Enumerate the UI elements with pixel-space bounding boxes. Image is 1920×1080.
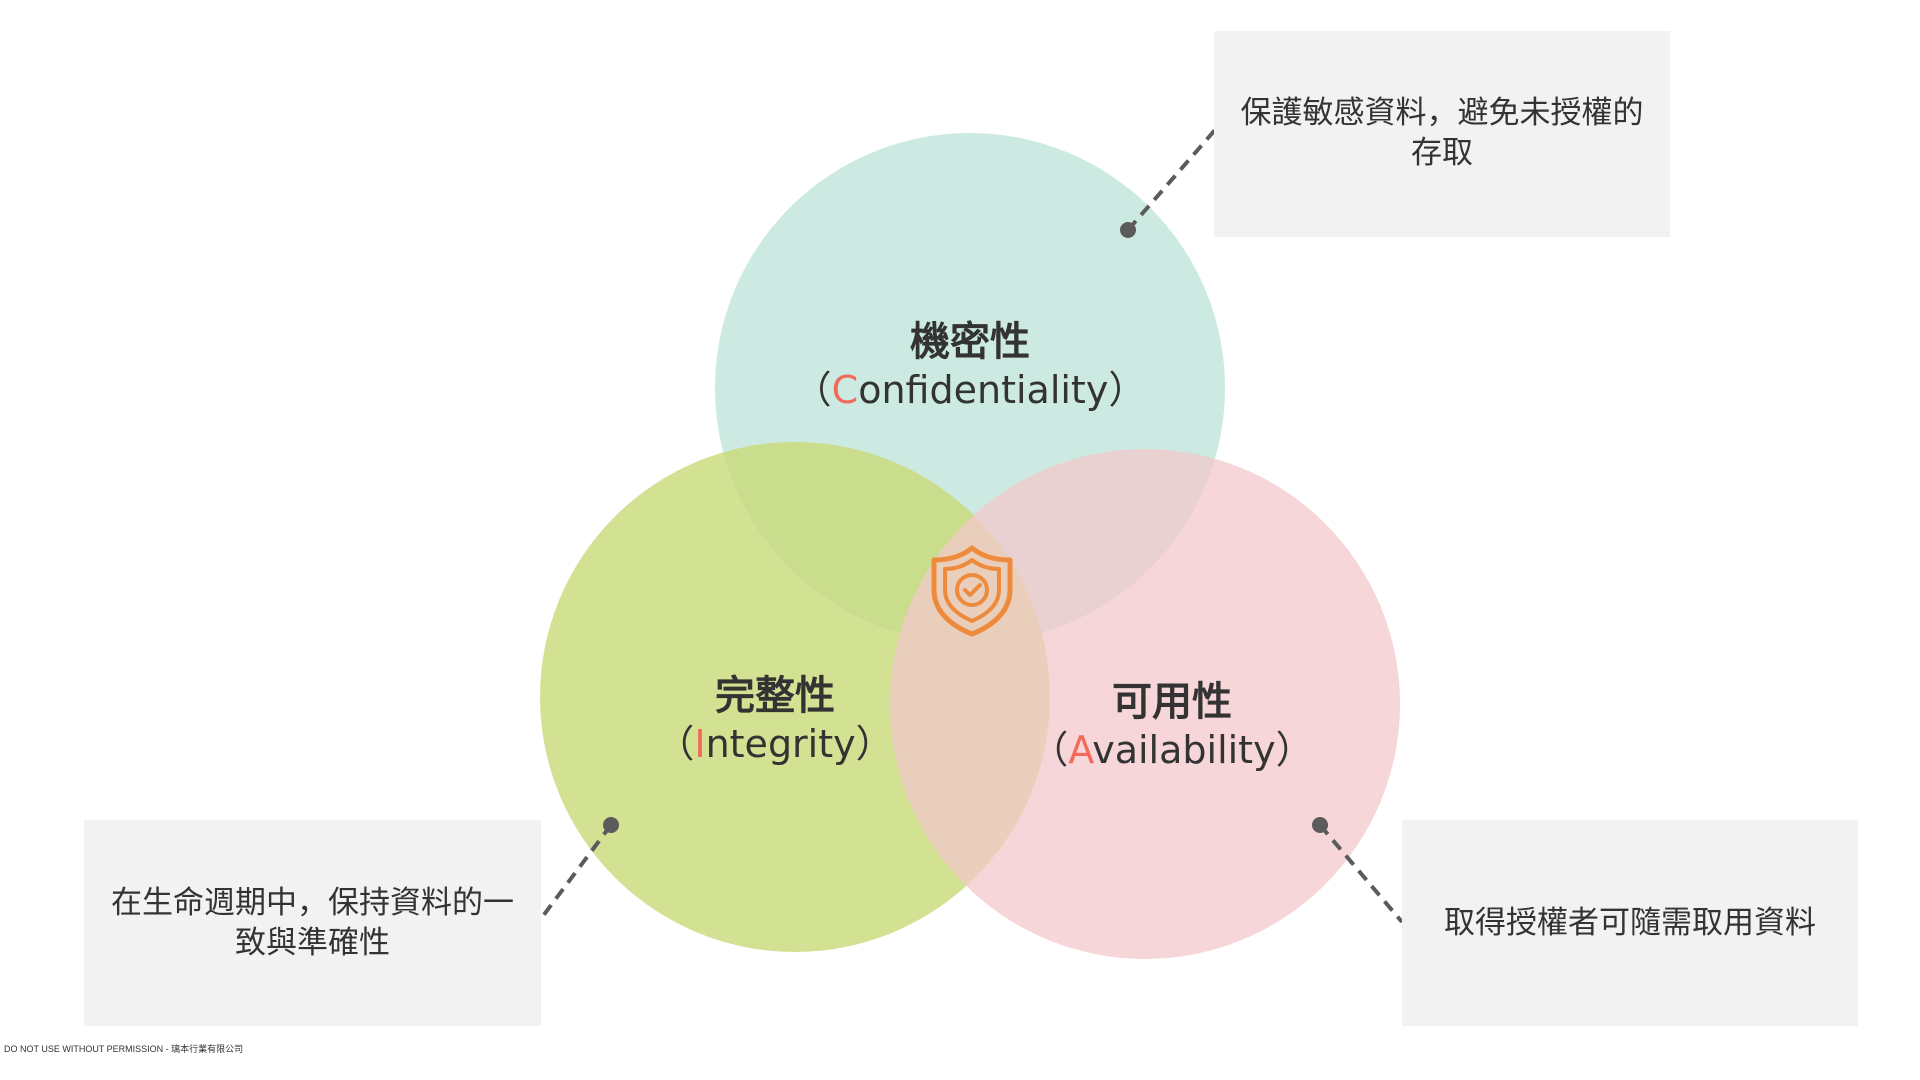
availability-label: 可用性 （Availability）: [1030, 678, 1313, 774]
integrity-initial: I: [694, 722, 706, 766]
confidentiality-note-text: 保護敏感資料，避免未授權的存取: [1240, 95, 1644, 171]
confidentiality-initial: C: [831, 368, 859, 412]
connector-integrity: [538, 817, 619, 922]
availability-subtitle: （Availability）: [1030, 728, 1314, 772]
confidentiality-label: 機密性 （Confidentiality）: [794, 318, 1147, 414]
integrity-label: 完整性 （Integrity）: [656, 672, 893, 768]
footer-text: DO NOT USE WITHOUT PERMISSION - 璃本行業有限公司: [4, 1044, 244, 1054]
shield-check-icon: [931, 545, 1013, 637]
integrity-note: 在生命週期中，保持資料的一致與準確性: [84, 820, 541, 1026]
integrity-title: 完整性: [715, 673, 835, 719]
confidentiality-note: 保護敏感資料，避免未授權的存取: [1214, 31, 1670, 237]
availability-title: 可用性: [1111, 679, 1232, 725]
confidentiality-title: 機密性: [910, 319, 1030, 365]
integrity-note-text: 在生命週期中，保持資料的一致與準確性: [111, 885, 514, 961]
confidentiality-subtitle: （Confidentiality）: [793, 368, 1147, 412]
availability-note-text: 取得授權者可隨需取用資料: [1444, 905, 1816, 941]
connector-availability: [1312, 817, 1404, 924]
connector-confidentiality: [1120, 128, 1217, 238]
availability-initial: A: [1068, 728, 1093, 772]
availability-circle: [890, 449, 1400, 959]
integrity-subtitle: （Integrity）: [656, 722, 894, 766]
availability-note: 取得授權者可隨需取用資料: [1402, 820, 1858, 1026]
